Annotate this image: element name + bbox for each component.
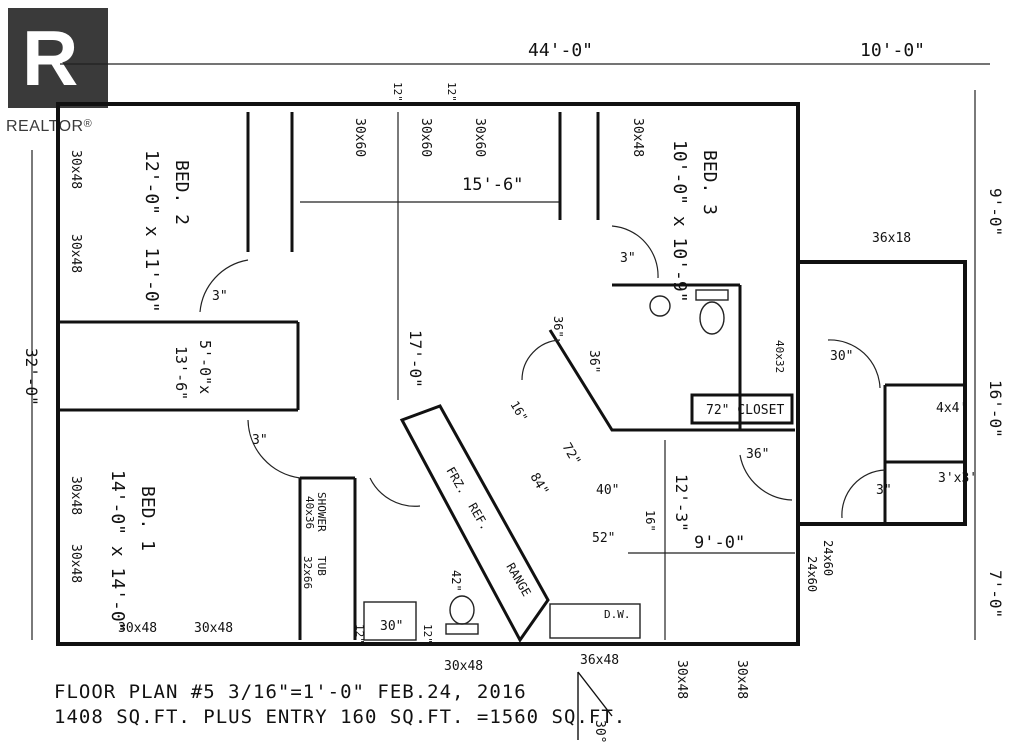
window-left-3: 30x48 bbox=[68, 476, 83, 515]
window-left-4: 30x48 bbox=[68, 544, 83, 583]
counter-52: 52" bbox=[592, 531, 615, 546]
tag-bath-1: 12" bbox=[353, 624, 366, 644]
clearance-36: 36" bbox=[551, 316, 565, 338]
freezer-label: FRZ. bbox=[443, 465, 470, 497]
north-arrow: 30° bbox=[577, 671, 613, 743]
closet-4x4: 4x4' bbox=[936, 401, 967, 416]
fixtures bbox=[363, 289, 729, 641]
dim-kitchen-width: 9'-0" bbox=[694, 533, 745, 553]
tub-label: TUB bbox=[315, 556, 328, 576]
closet-3x3: 3'x3' bbox=[938, 471, 977, 486]
closet72-label: 72" CLOSET bbox=[706, 403, 784, 418]
door-tag-3: 3" bbox=[252, 433, 268, 448]
counter-72: 72" bbox=[559, 441, 584, 469]
interior-walls bbox=[58, 104, 965, 643]
title-line-1: FLOOR PLAN #5 3/16"=1'-0" FEB.24, 2016 bbox=[54, 681, 527, 703]
window-left-1: 30x48 bbox=[68, 150, 83, 189]
room-bed3: BED. 3 10'-0" x 10'-9" bbox=[669, 140, 720, 303]
dim-right-1: 9'-0" bbox=[986, 188, 1005, 236]
counter-40: 40" bbox=[596, 483, 619, 498]
north-angle: 30° bbox=[592, 720, 607, 743]
window-bot-2: 30x48 bbox=[194, 621, 233, 636]
door-tags: 3" 3" 3" 36" 30" 3" 30" 36" bbox=[212, 251, 892, 634]
bed2-name: BED. 2 bbox=[171, 160, 192, 225]
window-bot-5: 30x48 bbox=[674, 660, 689, 699]
window-entry: 36x18 bbox=[872, 231, 911, 246]
window-bot-3: 30x48 bbox=[444, 659, 483, 674]
dim-hall-width: 15'-6" bbox=[462, 175, 523, 195]
dim-top-right: 10'-0" bbox=[860, 40, 925, 61]
door-tag-1: 3" bbox=[212, 289, 228, 304]
realtor-wordmark: REALTOR® bbox=[6, 118, 93, 135]
counter-16b: 16" bbox=[643, 510, 657, 532]
tag-top-2: 12" bbox=[445, 82, 458, 102]
bed3-size: 10'-0" x 10'-9" bbox=[669, 140, 690, 303]
dishwasher-label: D.W. bbox=[604, 608, 631, 621]
dim-top-width: 44'-0" bbox=[528, 40, 593, 61]
room-bed2: BED. 2 12'-0" x 11'-0" bbox=[141, 150, 192, 313]
closet-width: 5'-0"x bbox=[196, 340, 214, 394]
bed2-size: 12'-0" x 11'-0" bbox=[141, 150, 162, 313]
bed1-size: 14'-0" x 14'-0" bbox=[107, 470, 128, 633]
shower-label: SHOWER bbox=[315, 492, 328, 532]
fixture-labels: SHOWER 40x36 TUB 32x66 40x32 72" CLOSET … bbox=[301, 316, 977, 621]
clearance-42: 42" bbox=[449, 570, 463, 592]
bed1-name: BED. 1 bbox=[137, 486, 158, 551]
room-bed1: BED. 1 14'-0" x 14'-0" bbox=[107, 470, 158, 633]
tub-size: 32x66 bbox=[301, 556, 314, 589]
door-tag-2: 3" bbox=[620, 251, 636, 266]
window-left-2: 30x48 bbox=[68, 234, 83, 273]
closet-length: 13'-6" bbox=[172, 346, 190, 400]
window-top-1: 30x60 bbox=[352, 118, 367, 157]
shower-size: 40x36 bbox=[303, 496, 316, 529]
dim-right-2: 16'-0" bbox=[986, 380, 1005, 438]
door-tag-5: 30" bbox=[830, 349, 853, 364]
tag-top-1: 12" bbox=[391, 82, 404, 102]
bed3-name: BED. 3 bbox=[699, 150, 720, 215]
window-door-1: 24x60 bbox=[821, 540, 835, 576]
window-top-2: 30x60 bbox=[418, 118, 433, 157]
dim-right-3: 7'-0" bbox=[986, 570, 1005, 618]
tag-bath-2: 12" bbox=[421, 624, 434, 644]
window-bot-4: 36x48 bbox=[580, 653, 619, 668]
stall-size: 40x32 bbox=[773, 340, 786, 373]
dim-kitchen-height: 12'-3" bbox=[672, 474, 691, 532]
dim-hall-height: 17'-0" bbox=[406, 330, 425, 388]
window-door-2: 24x60 bbox=[805, 556, 819, 592]
counter-84: 84" bbox=[527, 471, 552, 499]
title-line-2: 1408 SQ.FT. PLUS ENTRY 160 SQ.FT. =1560 … bbox=[54, 706, 627, 728]
door-tag-6: 3" bbox=[876, 483, 892, 498]
door-tag-4: 36" bbox=[746, 447, 769, 462]
window-bot-1: 30x48 bbox=[118, 621, 157, 636]
fridge-label: REF. bbox=[465, 501, 492, 533]
door-tag-8: 30" bbox=[380, 619, 403, 634]
window-top-4: 30x48 bbox=[630, 118, 645, 157]
counter-16a: 16" bbox=[507, 399, 530, 425]
window-tags: 30x60 30x60 30x60 30x48 12" 12" 30x48 30… bbox=[68, 82, 911, 699]
door-tag-7: 36" bbox=[586, 350, 601, 373]
dimension-lines bbox=[31, 63, 990, 640]
realtor-logo: R REALTOR® bbox=[6, 8, 108, 135]
door-swings bbox=[199, 225, 886, 519]
realtor-mark-icon: R bbox=[8, 8, 108, 108]
dim-left-height: 32'-0" bbox=[22, 348, 41, 406]
window-bot-6: 30x48 bbox=[734, 660, 749, 699]
window-top-3: 30x60 bbox=[472, 118, 487, 157]
